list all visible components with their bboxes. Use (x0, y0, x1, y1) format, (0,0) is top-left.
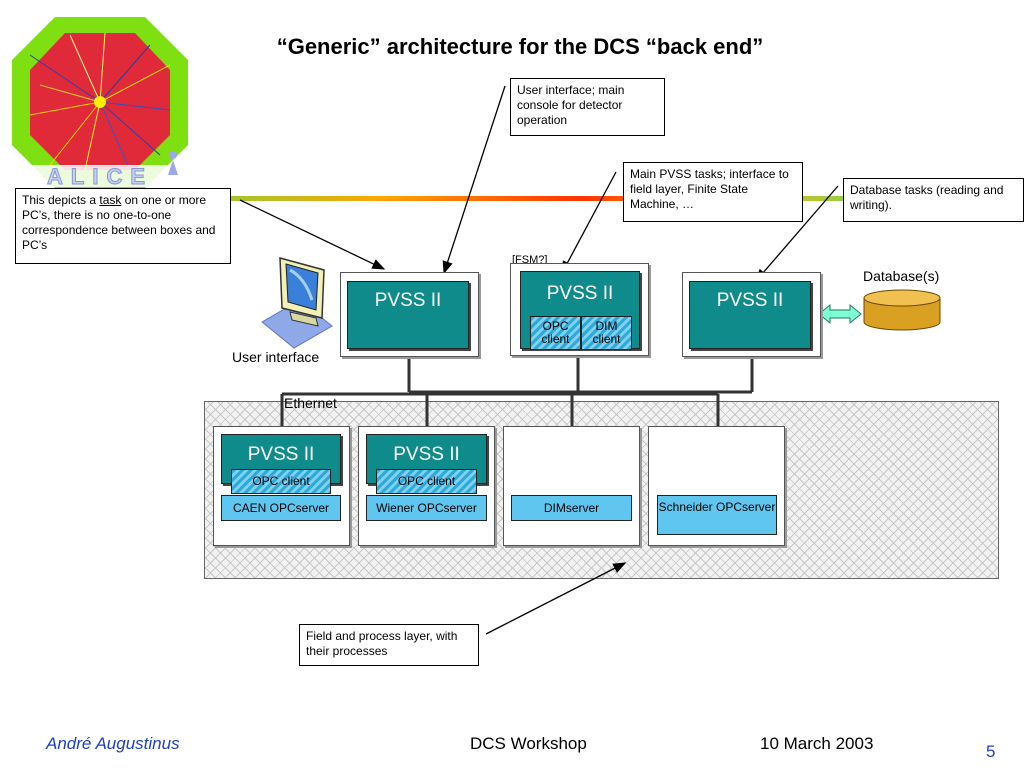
schneider-opcserver-label: Schneider OPCserver (658, 500, 776, 514)
slide-title: “Generic” architecture for the DCS “back… (276, 34, 764, 59)
task-note-prefix: This depicts a (22, 193, 100, 207)
task-note-word: task (99, 193, 122, 207)
ui-note: User interface; main console for detecto… (510, 78, 665, 136)
arrow-task-note (239, 199, 386, 270)
task-note-suffix: on one or more PC’s, there is no one-to-… (22, 193, 216, 252)
dim-client-main-label: DIM client (592, 319, 621, 346)
opc-client-main: OPC client (530, 316, 581, 350)
db-note: Database tasks (reading and writing). (843, 178, 1024, 222)
arrow-main-note (561, 171, 617, 275)
pvss-ui-label: PVSS II (374, 290, 442, 311)
computer-monitor-icon (261, 257, 333, 349)
ethernet-bus (280, 357, 754, 427)
caen-opcserver: CAEN OPCserver (221, 495, 341, 521)
pvss-db: PVSS II (689, 281, 811, 349)
field-note: Field and process layer, with their proc… (299, 624, 479, 666)
pvss-db-label: PVSS II (716, 290, 784, 311)
arrow-ui-note (442, 85, 506, 275)
pc-dim-node (503, 426, 640, 546)
wiener-opcserver-label: Wiener OPCserver (376, 501, 477, 515)
alice-logo: ALICE (10, 15, 190, 190)
wiener-opcserver: Wiener OPCserver (366, 495, 487, 521)
dimserver: DIMserver (511, 495, 632, 521)
dim-client-main: DIM client (581, 316, 632, 350)
schneider-opcserver: Schneider OPCserver (657, 495, 777, 535)
footer-date: 10 March 2003 (760, 734, 874, 753)
caen-opcserver-label: CAEN OPCserver (232, 501, 330, 515)
main-tasks-note: Main PVSS tasks; interface to field laye… (623, 162, 803, 222)
opc-client-caen: OPC client (231, 469, 331, 494)
pvss-caen-label: PVSS II (247, 444, 315, 465)
opc-client-caen-label: OPC client (252, 474, 310, 488)
gradient-band (185, 196, 845, 201)
arrow-field-note (485, 562, 627, 635)
alice-logo-graphic: ALICE (12, 17, 188, 190)
pvss-ui: PVSS II (347, 281, 469, 349)
database-cylinder (863, 289, 941, 331)
database-link-arrow (818, 303, 862, 325)
footer-event: DCS Workshop (470, 734, 587, 753)
pvss-main-label: PVSS II (546, 283, 614, 304)
footer-page-number: 5 (986, 742, 996, 761)
user-interface-label: User interface (232, 349, 320, 365)
opc-client-main-label: OPC client (541, 319, 570, 346)
alice-logo-text: ALICE (47, 164, 153, 189)
opc-client-wiener: OPC client (376, 469, 477, 494)
footer-author: André Augustinus (46, 734, 180, 753)
ethernet-label: Ethernet (284, 395, 337, 411)
opc-client-wiener-label: OPC client (397, 474, 456, 488)
dimserver-label: DIMserver (543, 501, 600, 515)
pvss-wiener-label: PVSS II (393, 444, 460, 465)
database-label: Database(s) (863, 268, 940, 284)
task-note: This depicts a task on one or more PC’s,… (15, 188, 231, 264)
arrow-db-note (755, 185, 839, 282)
